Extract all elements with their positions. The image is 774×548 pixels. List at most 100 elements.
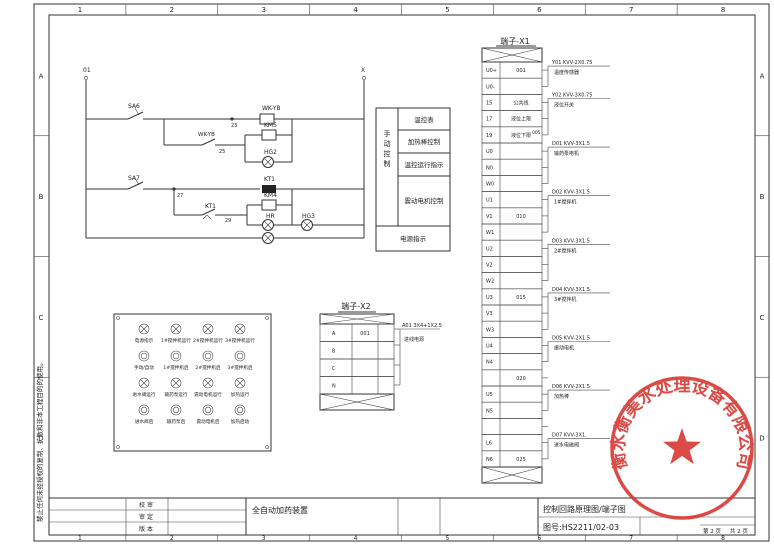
x1-terminal-row: U3 015 xyxy=(481,288,548,306)
x1-terminal-wire: 020 xyxy=(516,376,526,382)
x1-terminal-id: V2 xyxy=(486,263,493,269)
lamp-power xyxy=(262,232,274,244)
x1-cable-desc: 输药泵电机 xyxy=(554,150,579,157)
grid-col-label-top: 5 xyxy=(445,6,449,14)
node-label-01: 01 xyxy=(83,67,91,74)
x2-terminal-id: B xyxy=(332,348,336,354)
grid-col-label-bottom: 6 xyxy=(537,535,541,542)
x1-cable-desc: 3#搅拌机 xyxy=(554,296,576,303)
panel-indicator-label: 输药泵运行 xyxy=(165,391,188,398)
x2-cable-code: A01 3X4+1X2.5 xyxy=(402,323,442,329)
x1-cable: D03 KVV-3X1.5 2#搅拌机 xyxy=(547,238,610,281)
push-button-icon xyxy=(202,350,214,362)
x1-terminal-wire: 015 xyxy=(516,295,526,301)
switch-wk-yb-contact xyxy=(201,138,216,146)
function-row-2: 加热棒控制 xyxy=(408,137,441,146)
x1-terminal-row: 17 液位上限 xyxy=(481,110,548,128)
x1-cable: D05 KVV-2X1.5 振动电机 xyxy=(547,336,610,362)
x1-terminal-id: N5 xyxy=(486,408,493,414)
grid-col-label-bottom: 7 xyxy=(629,535,633,542)
x1-cable-desc: 振动电机 xyxy=(554,345,574,352)
x1-terminal-row: U0+001 xyxy=(481,61,548,79)
switch-kt1-label: KT1 xyxy=(205,203,216,210)
node-25-label: 25 xyxy=(219,149,225,155)
panel-indicator: 2#搅拌机运行 xyxy=(193,323,223,344)
panel-indicator-label: 震动电机启 xyxy=(197,418,220,425)
node-23-label: 23 xyxy=(231,123,237,129)
grid-row-label-right: D xyxy=(759,435,764,443)
push-button-icon xyxy=(170,350,182,362)
project-name: 全自动加药装置 xyxy=(252,505,308,515)
x1-terminal-row: L6 xyxy=(481,434,548,452)
panel-indicator-label: 电源指示 xyxy=(135,337,154,344)
x1-cable-code: D03 KVV-3X1.5 xyxy=(552,238,590,244)
grid-row-label-right: B xyxy=(760,193,765,201)
grid-col-label-bottom: 5 xyxy=(446,535,450,542)
x2-terminal-id: C xyxy=(332,366,336,372)
panel-indicator: 加热启动 xyxy=(231,404,250,425)
switch-sa7-contact xyxy=(127,181,144,190)
x2-terminal-wire: 001 xyxy=(360,331,370,337)
node-29-label: 29 xyxy=(225,218,231,224)
x1-cable-code: D07 KVV-3X1. xyxy=(552,433,587,439)
switch-sa7-label: SA7 xyxy=(128,175,140,182)
lamp-hg3 xyxy=(301,219,313,231)
x1-terminal-id: 19 xyxy=(486,133,492,139)
lamp-hg3-label: HG3 xyxy=(302,213,315,220)
x1-cable: D04 KVV-3X1.53#搅拌机 xyxy=(547,287,610,330)
indicator-lamp-icon xyxy=(234,377,246,389)
x1-cable: D01 KVV-3X1.5 输药泵电机 xyxy=(547,141,610,184)
x1-terminal-id: U0 xyxy=(486,149,493,155)
x1-terminal-row: 020 xyxy=(481,369,548,387)
panel-indicator: 进水阀启 xyxy=(135,404,154,425)
switch-sa6-contact xyxy=(127,111,144,120)
panel-indicator-label: 3#搅拌机运行 xyxy=(225,337,255,344)
x1-terminal-wire: 液位上限 xyxy=(511,116,531,123)
lamp-hr-label: HR xyxy=(266,213,275,220)
grid-col-label-top: 3 xyxy=(261,6,265,14)
x1-cable-desc: 进水电磁阀 xyxy=(554,442,579,449)
indicator-lamp-icon xyxy=(138,377,150,389)
x1-terminal-id: N6 xyxy=(486,457,493,463)
coil-km5-label: KM5 xyxy=(264,122,277,129)
junction-23 xyxy=(230,117,234,121)
x1-terminal-id: U2 xyxy=(486,246,493,252)
grid-col-label-top: 8 xyxy=(721,6,725,14)
x1-terminal-row: V3 xyxy=(481,304,548,322)
x1-terminal-row: N4 xyxy=(481,353,548,371)
function-row-5: 电源指示 xyxy=(400,234,427,243)
indicator-lamp-icon xyxy=(202,377,214,389)
x1-terminal-id: W3 xyxy=(486,327,494,333)
x1-terminal-wire: 025 xyxy=(516,457,526,463)
x1-terminal-row: U2 xyxy=(481,239,548,257)
x1-cable-code: D05 KVV-2X1.5 xyxy=(552,336,590,342)
push-button-icon xyxy=(234,350,246,362)
panel-indicator-label: 2#搅拌机运行 xyxy=(193,337,223,344)
function-row-4: 震动电机控制 xyxy=(405,196,445,205)
x1-cable-code: D01 KVV-3X1.5 xyxy=(552,141,590,147)
x1-cable-desc: 2#搅拌机 xyxy=(554,247,576,254)
label-version: 版 本 xyxy=(139,525,153,533)
panel-indicator-label: 3#搅拌机启 xyxy=(227,364,253,371)
title-block: 校 审 审 定 版 本 全自动加药装置 控制回路原理图/端子图 图号:HS221… xyxy=(48,497,756,536)
push-button-icon xyxy=(234,404,246,416)
x1-cable-desc: 1#搅拌机 xyxy=(554,199,576,206)
sheet-number: 第 2 页 xyxy=(703,527,721,535)
grid-row-label-left: B xyxy=(39,193,44,201)
x1-terminal-id: 17 xyxy=(486,117,492,123)
grid-col-label-bottom: 2 xyxy=(170,535,174,542)
x1-cable-desc: 液位开关 xyxy=(554,102,574,109)
x1-terminal-id: U3 xyxy=(486,295,493,301)
x1-terminal-id: V3 xyxy=(486,311,493,317)
panel-indicator-label: 输药泵启 xyxy=(167,418,186,425)
contactor-km4-coil xyxy=(261,199,277,211)
grid-row-label-right: A xyxy=(760,72,765,80)
